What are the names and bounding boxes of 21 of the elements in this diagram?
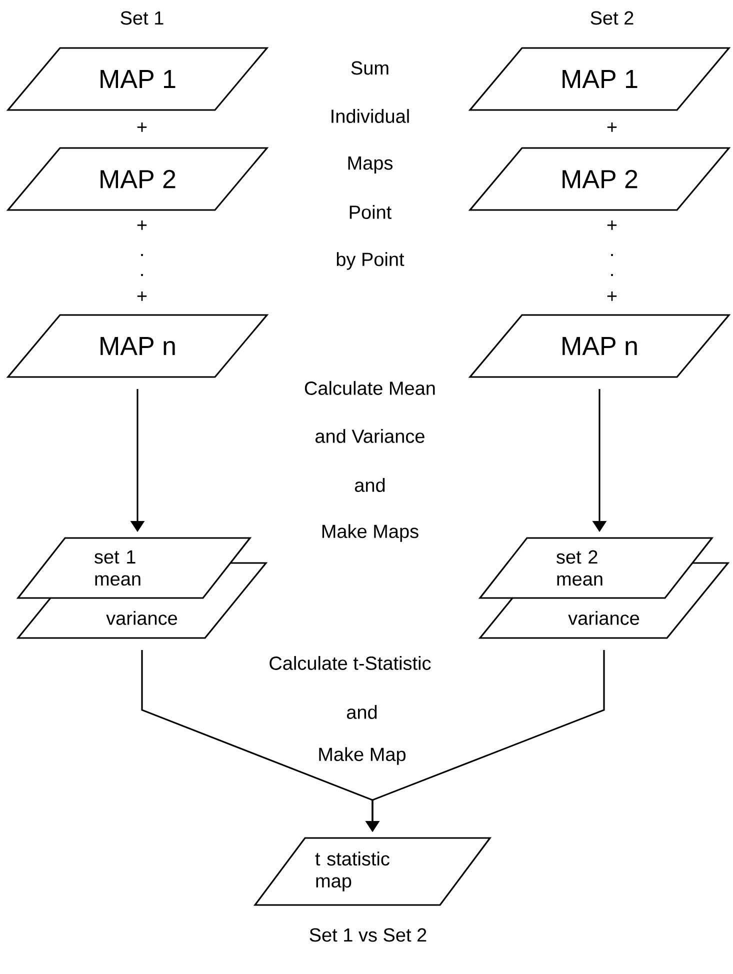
step-label: . <box>141 254 143 256</box>
step-label: Sum <box>351 61 388 75</box>
step-label: + <box>607 122 617 132</box>
step-label: and <box>346 705 377 719</box>
step-label: Make Maps <box>322 524 418 542</box>
step-label: . <box>611 254 613 256</box>
step-label: by Point <box>336 252 404 270</box>
step-label: . <box>611 274 613 276</box>
step-label: Make Map <box>319 747 406 765</box>
step-label: + <box>137 122 147 132</box>
step-label: Set 2 <box>590 11 634 25</box>
step-label: Individual <box>332 109 409 123</box>
step-label: Calculate t-Statistic <box>270 656 431 670</box>
step-label: Maps <box>348 156 393 174</box>
caption: Set 1 vs Set 2 <box>310 928 426 942</box>
step-label: and <box>354 478 385 492</box>
step-label: and Variance <box>316 429 424 443</box>
step-label: Set 1 <box>120 11 164 25</box>
step-label: Calculate Mean <box>304 381 435 395</box>
step-label: . <box>141 274 143 276</box>
step-label: Point <box>350 205 392 219</box>
